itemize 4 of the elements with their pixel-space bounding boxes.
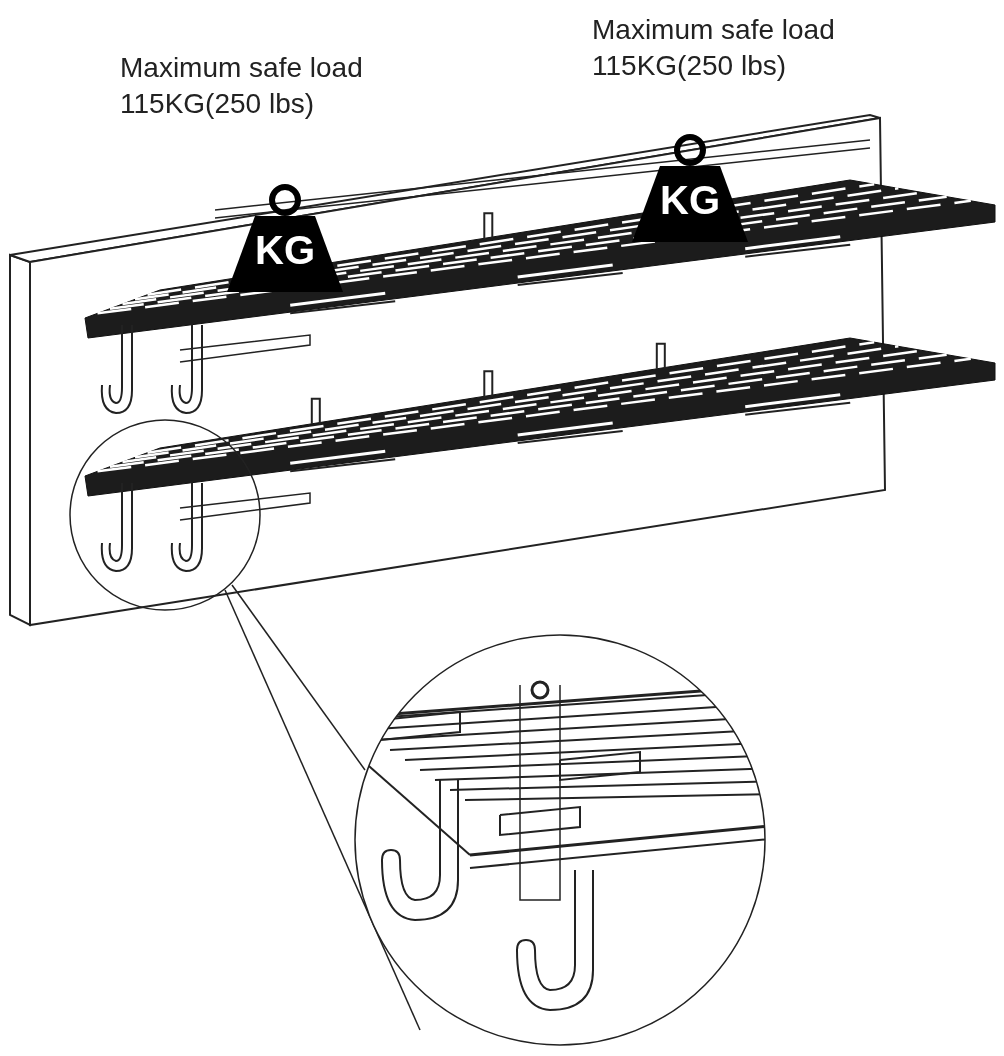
weight-label: KG — [660, 178, 720, 223]
weight-label: KG — [255, 228, 315, 273]
load-note: Maximum safe load 115KG(250 lbs) — [592, 13, 836, 84]
load-note: Maximum safe load 115KG(250 lbs) — [120, 51, 364, 122]
